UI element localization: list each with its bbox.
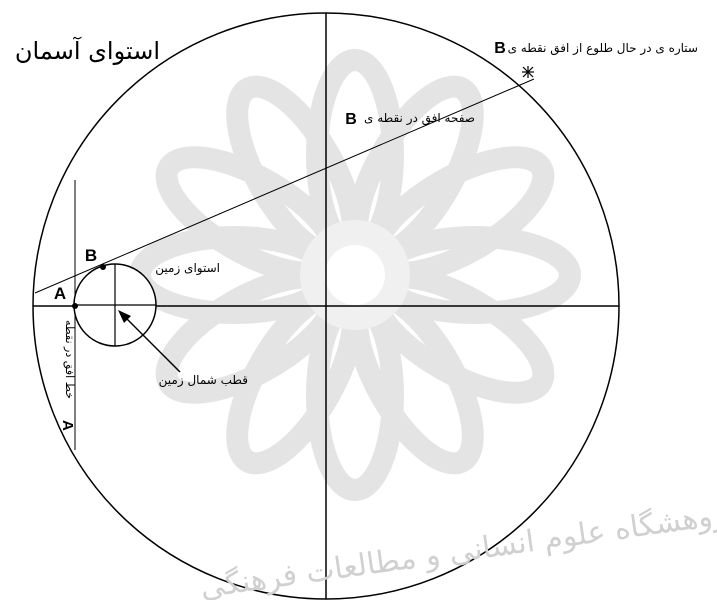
horizon-line-a-point-label: A xyxy=(59,420,76,431)
point-b-label: B xyxy=(85,246,97,265)
watermark-text: پژوهشگاه علوم انسانی و مطالعات فرهنگی xyxy=(198,496,717,600)
star-icon xyxy=(522,66,534,78)
star-rising-point-label: B xyxy=(494,40,506,57)
earth-north-pole-label: قطب شمال زمین xyxy=(159,373,248,388)
horizon-line-a-label-group: خط افق در نقطه A xyxy=(59,320,76,431)
earth-equator-label: استوای زمین xyxy=(155,261,220,276)
horizon-plane-point-label: B xyxy=(345,111,357,128)
point-b-dot xyxy=(100,264,106,270)
diagram-title: استوای آسمان xyxy=(15,36,160,65)
star-rising-label: ستاره ی در حال طلوع از افق نقطه ی xyxy=(508,41,698,56)
horizon-plane-label: صفحه افق در نقطه ی xyxy=(364,111,475,126)
horizon-line-a-label: خط افق در نقطه xyxy=(62,320,76,399)
point-a-label: A xyxy=(54,284,66,303)
point-a-dot xyxy=(72,303,78,309)
